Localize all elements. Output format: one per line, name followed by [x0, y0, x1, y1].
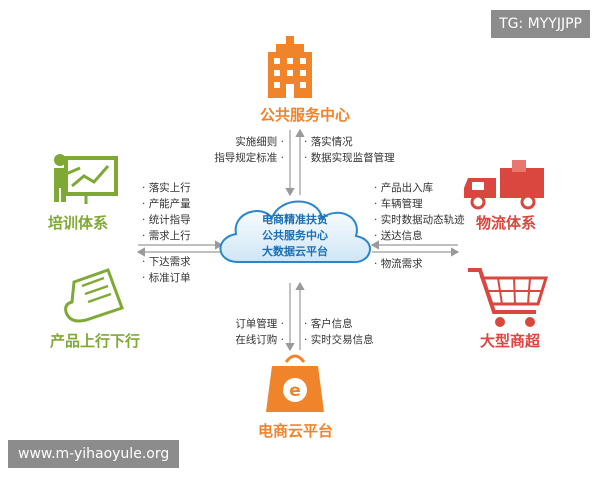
flow-item: 指导规定标准: [200, 150, 284, 166]
node-training-system: 培训体系: [48, 214, 109, 232]
flow-item: 下达需求: [142, 254, 191, 270]
bag-letter: e: [289, 381, 301, 401]
building-icon: [268, 36, 312, 98]
flow-left-down: 下达需求 标准订单: [142, 254, 191, 286]
flow-item: 落实上行: [142, 180, 191, 196]
shopping-cart-icon: [468, 268, 549, 327]
flow-item: 落实情况: [304, 134, 395, 150]
flow-item: 物流需求: [374, 256, 423, 272]
flow-left-up: 落实上行 产能产量 统计指导 需求上行: [142, 180, 191, 244]
flow-item: 送达信息: [374, 228, 465, 244]
flow-item: 车辆管理: [374, 196, 465, 212]
flow-item: 在线订购: [200, 332, 284, 348]
flow-item: 实施细则: [200, 134, 284, 150]
center-line-3: 大数据云平台: [262, 245, 328, 258]
node-large-supermarket: 大型商超: [480, 332, 541, 350]
document-icon: [64, 268, 124, 323]
flow-item: 标准订单: [142, 270, 191, 286]
flow-item: 实时交易信息: [304, 332, 374, 348]
node-public-service-center: 公共服务中心: [260, 106, 351, 124]
center-line-1: 电商精准扶贫: [262, 213, 328, 226]
flow-top-right: 落实情况 数据实现监督管理: [304, 134, 395, 166]
ecommerce-bag-icon: e: [266, 354, 324, 412]
flow-item: 需求上行: [142, 228, 191, 244]
node-ecommerce-cloud: 电商云平台: [258, 422, 334, 440]
cloud-icon: [219, 200, 371, 264]
flow-item: 订单管理: [200, 316, 284, 332]
node-product-up-down: 产品上行下行: [50, 332, 141, 350]
center-platform-text: 电商精准扶贫 公共服务中心 大数据云平台: [240, 212, 350, 260]
flow-bottom-left: 订单管理 在线订购: [200, 316, 284, 348]
flow-bottom-right: 客户信息 实时交易信息: [304, 316, 374, 348]
node-logistics-system: 物流体系: [476, 214, 537, 232]
flow-item: 实时数据动态轨迹: [374, 212, 465, 228]
flow-item: 统计指导: [142, 212, 191, 228]
flow-item: 产能产量: [142, 196, 191, 212]
center-line-2: 公共服务中心: [262, 229, 328, 242]
watermark-tg: TG: MYYJJPP: [491, 10, 590, 38]
flow-top-left: 实施细则 指导规定标准: [200, 134, 284, 166]
truck-icon: [464, 160, 544, 210]
flow-right-up: 产品出入库 车辆管理 实时数据动态轨迹 送达信息: [374, 180, 465, 244]
flow-item: 客户信息: [304, 316, 374, 332]
flow-item: 数据实现监督管理: [304, 150, 395, 166]
flow-right-down: 物流需求: [374, 256, 423, 272]
flow-item: 产品出入库: [374, 180, 465, 196]
training-board-icon: [54, 154, 118, 204]
watermark-site-url: www.m-yihaoyule.org: [8, 440, 180, 468]
